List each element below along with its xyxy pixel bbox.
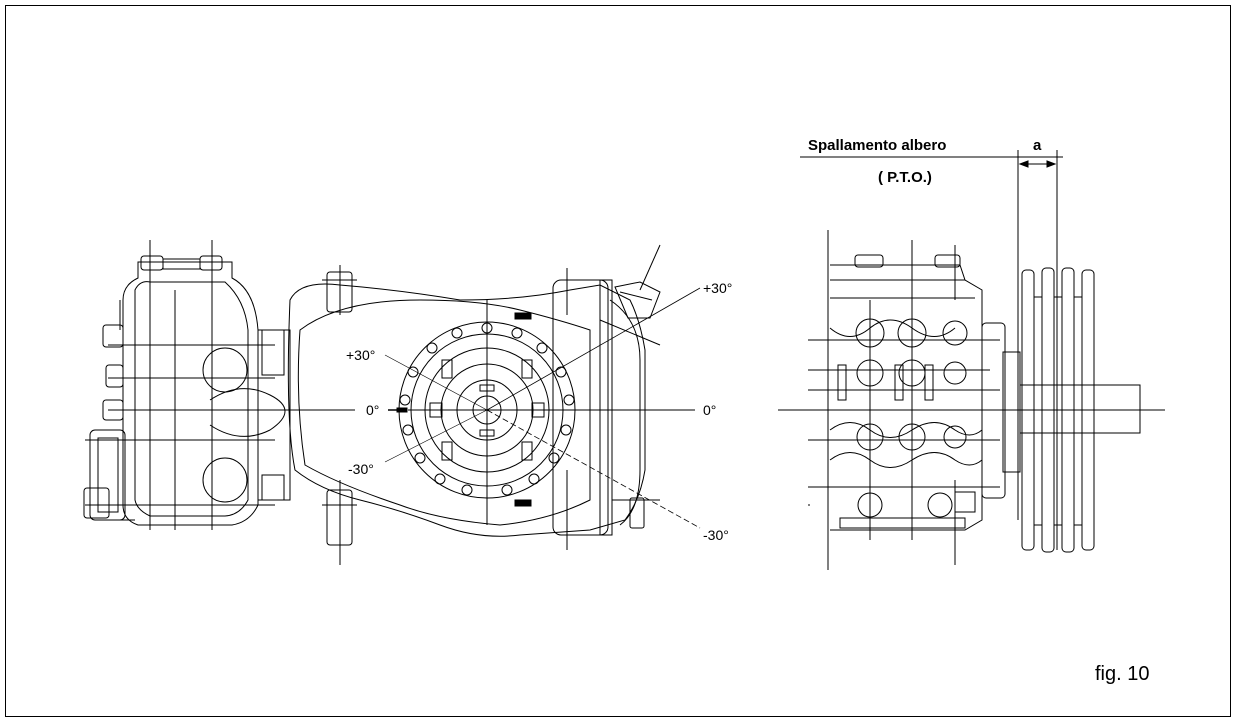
figure-label: fig. 10	[1095, 663, 1150, 685]
bolt-circle	[399, 322, 575, 496]
side-centerlines	[778, 230, 1165, 570]
front-plus-30-label: +30°	[346, 347, 375, 363]
pump-front-view	[83, 255, 661, 546]
shaft-shoulder-label: Spallamento albero	[808, 137, 946, 154]
pump-side-view	[829, 254, 1141, 553]
right-minus-30-label: -30°	[703, 527, 729, 543]
front-minus-30-label: -30°	[348, 461, 374, 477]
right-plus-30-label: +30°	[703, 280, 732, 296]
front-centerlines	[85, 240, 701, 565]
front-zero-label: 0°	[366, 402, 379, 418]
drawing-frame	[5, 5, 1231, 717]
dimension-lines	[800, 150, 1063, 550]
pto-label: ( P.T.O.)	[878, 169, 932, 186]
right-zero-label: 0°	[703, 402, 716, 418]
drawing-labels: Spallamento albero ( P.T.O.) a +30° 0° -…	[346, 137, 1042, 543]
dimension-a-label: a	[1033, 137, 1042, 154]
